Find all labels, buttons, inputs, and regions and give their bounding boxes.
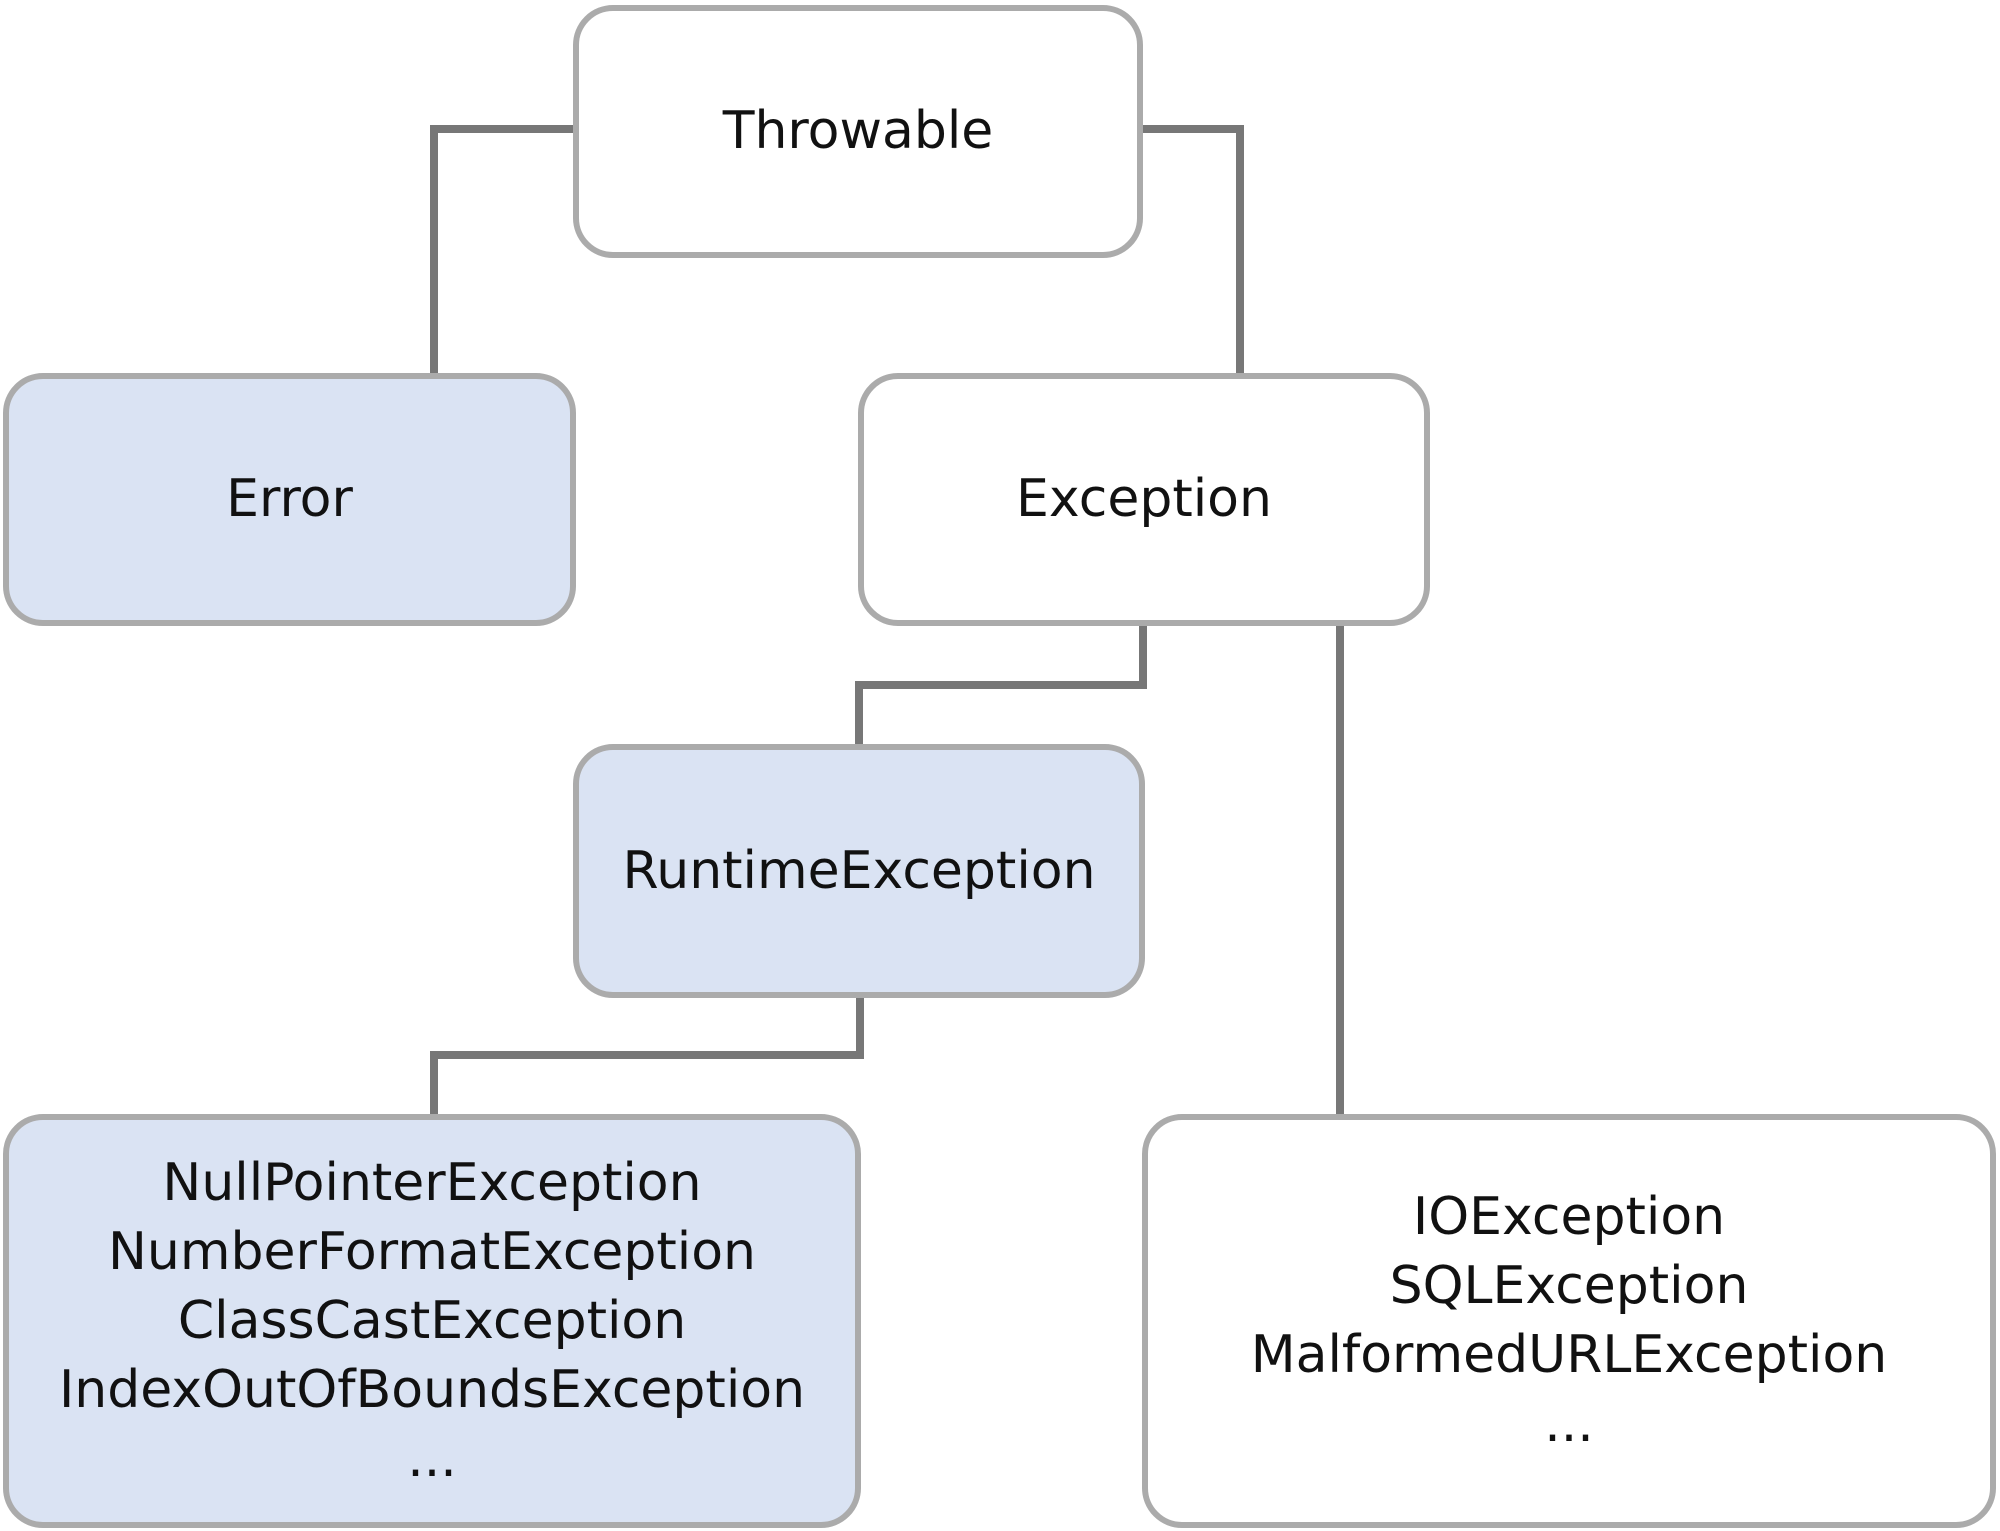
node-label-line: ... bbox=[1544, 1394, 1594, 1454]
node-label-line: ClassCastException bbox=[177, 1290, 687, 1351]
throwable-node: Throwable bbox=[573, 5, 1143, 258]
node-label-line: Throwable bbox=[722, 101, 994, 161]
node-label-line: SQLException bbox=[1389, 1256, 1749, 1316]
connector-runtime-subclasses bbox=[430, 996, 864, 1116]
node-label-line: IOException bbox=[1412, 1187, 1726, 1247]
node-label-line: NullPointerException bbox=[162, 1152, 702, 1213]
error-node: Error bbox=[3, 373, 576, 626]
node-label-line: NumberFormatException bbox=[107, 1221, 757, 1282]
connector-exception-runtime bbox=[855, 624, 1147, 744]
connector-throwable-error bbox=[430, 125, 575, 376]
node-label-line: Error bbox=[226, 469, 353, 529]
connector-throwable-exception bbox=[1141, 125, 1244, 376]
node-label-line: MalformedURLException bbox=[1250, 1325, 1888, 1385]
exception-node: Exception bbox=[858, 373, 1430, 626]
node-label-line: RuntimeException bbox=[622, 840, 1096, 901]
node-label-line: IndexOutOfBoundsException bbox=[58, 1359, 806, 1420]
node-label-line: Exception bbox=[1016, 469, 1272, 529]
node-label-line: ... bbox=[407, 1428, 457, 1489]
runtime-exception-node: RuntimeException bbox=[573, 744, 1145, 998]
